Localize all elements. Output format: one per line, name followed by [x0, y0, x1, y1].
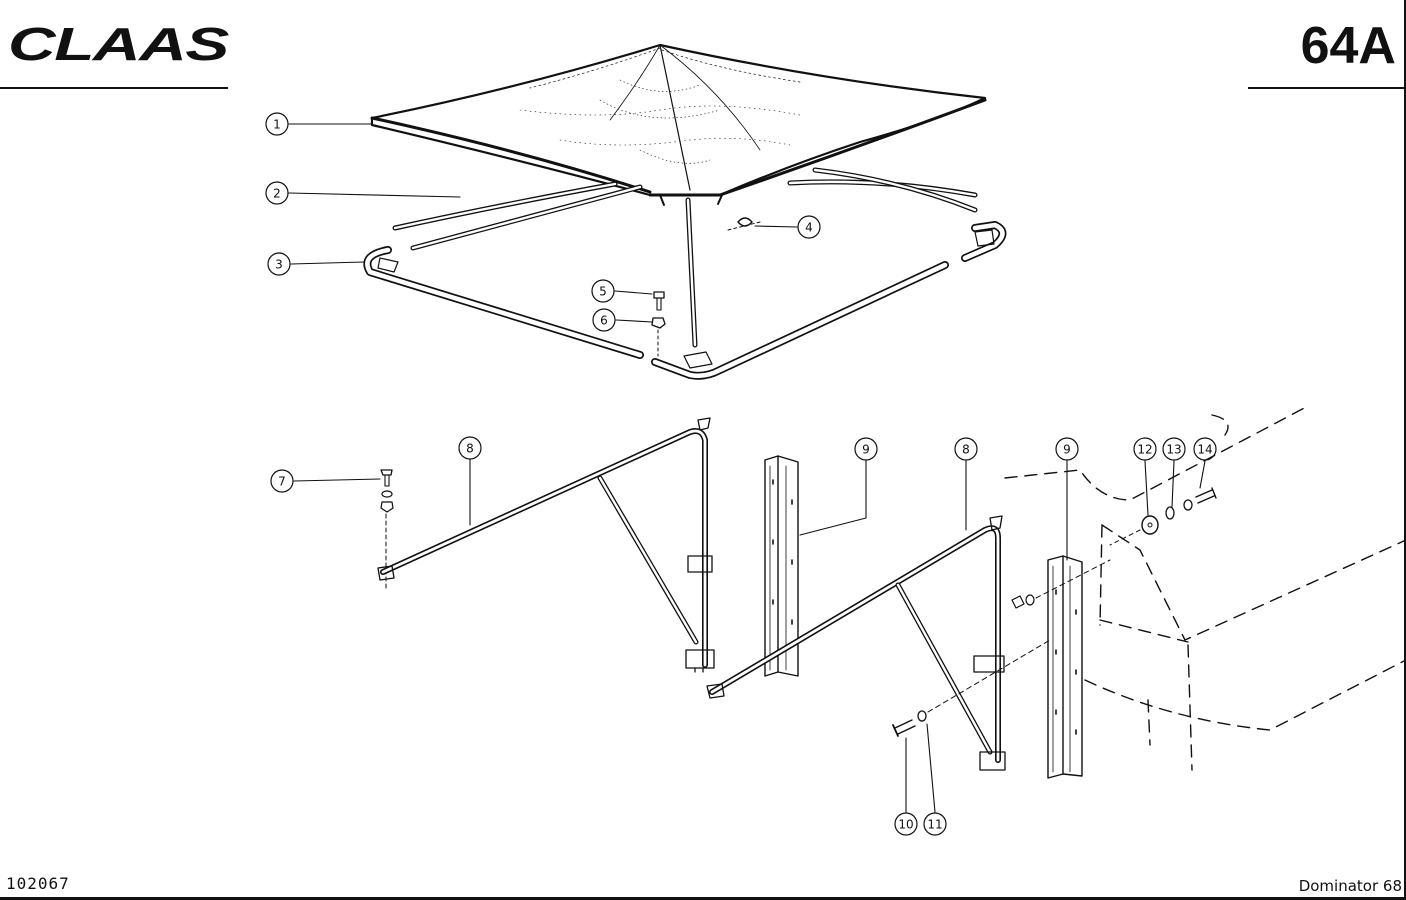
svg-text:12: 12: [1137, 443, 1152, 457]
cab-outline-dashed: [1004, 404, 1406, 771]
page-code: 64A: [1300, 17, 1396, 75]
callout-9-left: 9: [854, 437, 878, 461]
svg-text:4: 4: [805, 221, 813, 235]
support-rail-left: [764, 455, 799, 677]
callout-4: 4: [797, 215, 821, 239]
svg-text:3: 3: [275, 258, 283, 272]
callout-11: 11: [923, 812, 947, 836]
svg-text:6: 6: [600, 314, 608, 328]
center-support-tube: [685, 197, 698, 348]
svg-text:8: 8: [466, 442, 474, 456]
svg-text:10: 10: [898, 818, 913, 832]
callout-3: 3: [267, 252, 291, 276]
svg-text:7: 7: [278, 475, 286, 489]
callout-6: 6: [592, 308, 616, 332]
bolt-set-7: [380, 469, 394, 591]
canopy-cover: [370, 43, 987, 206]
callout-markers: 1 2 3 4 5 6 7 8 9 8 9 12 13 14 10 11: [265, 112, 1217, 836]
callout-1: 1: [265, 112, 289, 136]
callout-7: 7: [270, 469, 294, 493]
svg-text:2: 2: [273, 187, 281, 201]
callout-12: 12: [1133, 437, 1157, 461]
claas-logo: CLAAS: [8, 22, 230, 66]
callout-8-right: 8: [954, 437, 978, 461]
washer-nut-bolt-12-14: [1109, 487, 1217, 546]
callout-14: 14: [1193, 437, 1217, 461]
svg-text:1: 1: [273, 118, 281, 132]
callout-leaders: [288, 123, 1206, 813]
callout-13: 13: [1162, 437, 1186, 461]
frame-border-bottom: [0, 897, 1406, 900]
support-bracket-right: [706, 515, 1006, 771]
support-bracket-left: [377, 417, 715, 673]
canopy-frame: [363, 221, 1007, 380]
drawing-number: 102067: [6, 874, 70, 893]
svg-text:13: 13: [1166, 443, 1181, 457]
callout-5: 5: [591, 279, 615, 303]
callout-2: 2: [265, 181, 289, 205]
bolt-nut-5-6: [651, 291, 666, 357]
svg-text:9: 9: [862, 443, 870, 457]
bolt-washer-10-11: [892, 639, 1051, 737]
callout-9-right: 9: [1055, 437, 1079, 461]
svg-text:8: 8: [962, 443, 970, 457]
header-rule-right: [1248, 87, 1406, 89]
support-rail-right: [1047, 555, 1083, 779]
svg-text:9: 9: [1063, 443, 1071, 457]
header-rule-left: [0, 87, 228, 89]
model-name: Dominator 68: [1298, 877, 1402, 895]
frame-border-right: [1404, 0, 1406, 900]
svg-text:CLAAS: CLAAS: [8, 22, 230, 66]
svg-text:5: 5: [599, 285, 607, 299]
callout-8-left: 8: [458, 436, 482, 460]
canopy-bows: [392, 167, 978, 251]
svg-text:14: 14: [1197, 443, 1212, 457]
nut-washer-set: [1011, 559, 1111, 609]
callout-10: 10: [894, 812, 918, 836]
clip-part: [727, 217, 761, 231]
svg-text:11: 11: [927, 818, 942, 832]
